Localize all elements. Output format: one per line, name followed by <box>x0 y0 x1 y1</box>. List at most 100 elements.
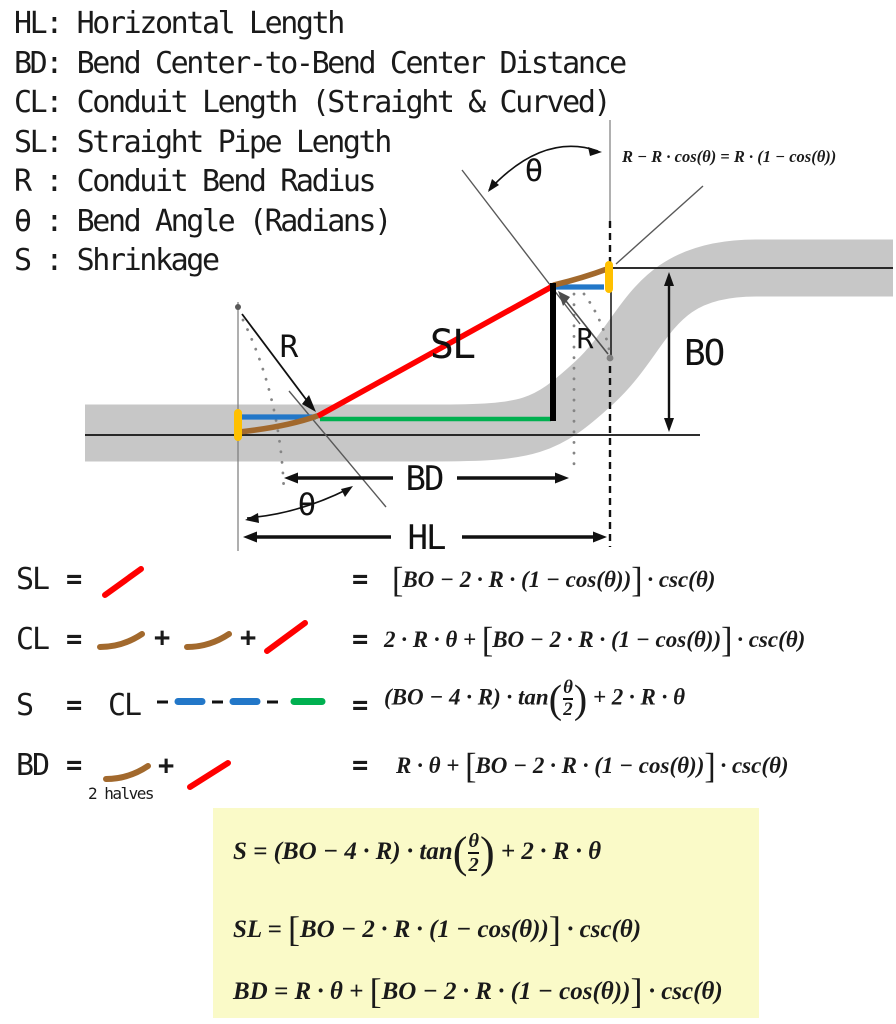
minus-dash-symbol <box>157 700 168 704</box>
conduit-pipe-band <box>85 239 893 462</box>
eq-sl-label: SL <box>16 562 50 597</box>
equation-row-cl: CL = + + = 2 · R · θ + [BO − 2 · R · (1 … <box>0 612 896 672</box>
radius-label-lower: R <box>280 329 299 365</box>
bo-arrowhead-top <box>664 272 674 286</box>
radius-label-upper: R <box>577 322 594 355</box>
annotation-pointer-line <box>615 185 704 265</box>
bd-arrowhead-right <box>555 472 569 484</box>
summary-bd-formula: BD = R · θ + [BO − 2 · R · (1 − cos(θ))]… <box>233 971 723 1011</box>
brown-curve-symbol <box>97 631 145 650</box>
legend-line-s: S : Shrinkage <box>14 243 220 278</box>
close-bracket: ] <box>548 909 561 949</box>
bo-diagram-label: BO <box>684 333 724 374</box>
blue-dash-symbol <box>229 698 261 705</box>
red-straight-pipe-line <box>316 283 555 419</box>
eq-cl-equals: = <box>66 624 82 655</box>
red-line-symbol <box>187 760 231 790</box>
close-bracket: ] <box>631 561 642 600</box>
two-halves-note: 2 halves <box>88 784 155 803</box>
eq-cl-label: CL <box>16 622 50 657</box>
radius-arrow-upper <box>561 295 609 355</box>
close-paren: ) <box>480 828 495 878</box>
brown-curve-symbol <box>184 631 232 650</box>
eq-s-label: S <box>16 688 34 723</box>
close-bracket: ] <box>704 747 715 786</box>
eq-bd-rhs: R · θ + [BO − 2 · R · (1 − cos(θ))] · cs… <box>396 747 789 786</box>
theta-arc-upper <box>488 145 599 191</box>
upper-bend-center-dot <box>606 354 614 362</box>
legend: HL: Horizontal Length BD: Bend Center-to… <box>14 4 627 281</box>
brown-curve-symbol <box>103 763 151 782</box>
brown-bend-curve-lower <box>236 413 320 435</box>
lower-perpendicular-line <box>288 390 387 508</box>
close-paren: ) <box>573 676 588 722</box>
brown-bend-curve-upper <box>551 266 610 288</box>
close-bracket: ] <box>630 971 643 1011</box>
sl-diagram-label: SL <box>430 322 475 368</box>
minus-dash-symbol <box>267 700 278 704</box>
open-bracket: [ <box>392 561 403 600</box>
eq-s-cl-ref: CL <box>108 688 142 723</box>
legend-line-r: R : Conduit Bend Radius <box>14 164 377 199</box>
radius-offset-annotation: R − R · cos(θ) = R · (1 − cos(θ)) <box>622 147 837 166</box>
eq-bd-plus: + <box>158 750 174 781</box>
eq-s-equals: = <box>66 690 82 721</box>
upper-radius-dotted-arc <box>582 292 611 351</box>
theta-label-lower: θ <box>298 487 317 523</box>
lower-bend-center-dot <box>235 304 241 310</box>
open-paren: ( <box>452 828 468 878</box>
eq-s-equals-2: = <box>352 690 368 721</box>
open-bracket: [ <box>481 621 493 660</box>
red-line-symbol <box>102 566 144 598</box>
red-line-symbol <box>264 620 308 654</box>
equation-row-bd: BD = 2 halves + = R · θ + [BO − 2 · R · … <box>0 740 896 803</box>
bd-arrowhead-left <box>284 472 298 484</box>
theta-label-upper: θ <box>525 153 544 189</box>
legend-line-hl: HL: Horizontal Length <box>14 6 345 41</box>
radius-arrow-lower <box>241 313 312 407</box>
theta-arrowhead-lower-left <box>245 513 259 523</box>
eq-sl-rhs: [BO − 2 · R · (1 − cos(θ))] · csc(θ) <box>392 561 716 600</box>
legend-line-bd: BD: Bend Center-to-Bend Center Distance <box>14 45 627 81</box>
bo-arrowhead-bottom <box>664 418 674 432</box>
theta-arrowhead-upper-left <box>488 179 499 192</box>
theta-arrowhead-lower-right <box>341 486 353 497</box>
open-bracket: [ <box>288 909 300 949</box>
eq-sl-equals-2: = <box>352 564 368 595</box>
open-bracket: [ <box>465 747 476 786</box>
summary-sl-formula: SL = [BO − 2 · R · (1 − cos(θ))] · csc(θ… <box>233 909 642 949</box>
eq-cl-plus-1: + <box>154 622 170 653</box>
upper-perpendicular-line <box>461 169 581 325</box>
lower-radius-dotted-arc <box>241 318 286 496</box>
theta-arrowhead-upper-right <box>588 147 602 156</box>
radius-arrowhead-upper <box>558 291 570 306</box>
legend-line-theta: θ : Bend Angle (Radians) <box>14 203 392 239</box>
bd-diagram-label: BD <box>406 459 443 499</box>
eq-cl-rhs: 2 · R · θ + [BO − 2 · R · (1 − cos(θ))] … <box>384 621 806 660</box>
blue-dash-symbol <box>174 698 206 705</box>
eq-cl-equals-2: = <box>352 624 368 655</box>
open-bracket: [ <box>369 971 382 1011</box>
eq-bd-equals: = <box>66 750 82 781</box>
minus-dash-symbol <box>212 700 223 704</box>
green-dash-symbol <box>290 698 326 705</box>
eq-bd-label: BD <box>16 748 50 783</box>
radius-arrowhead-lower <box>302 395 316 412</box>
close-bracket: ] <box>721 621 732 660</box>
eq-sl-equals: = <box>66 564 82 595</box>
legend-line-sl: SL: Straight Pipe Length <box>14 124 392 160</box>
equation-row-sl: SL = = [BO − 2 · R · (1 − cos(θ))] · csc… <box>0 556 896 616</box>
hl-diagram-label: HL <box>408 518 445 558</box>
hl-arrowhead-left <box>243 531 257 543</box>
eq-cl-plus-2: + <box>240 622 256 653</box>
hl-arrowhead-right <box>593 531 607 543</box>
legend-line-cl: CL: Conduit Length (Straight & Curved) <box>14 85 612 120</box>
eq-bd-equals-2: = <box>352 750 368 781</box>
